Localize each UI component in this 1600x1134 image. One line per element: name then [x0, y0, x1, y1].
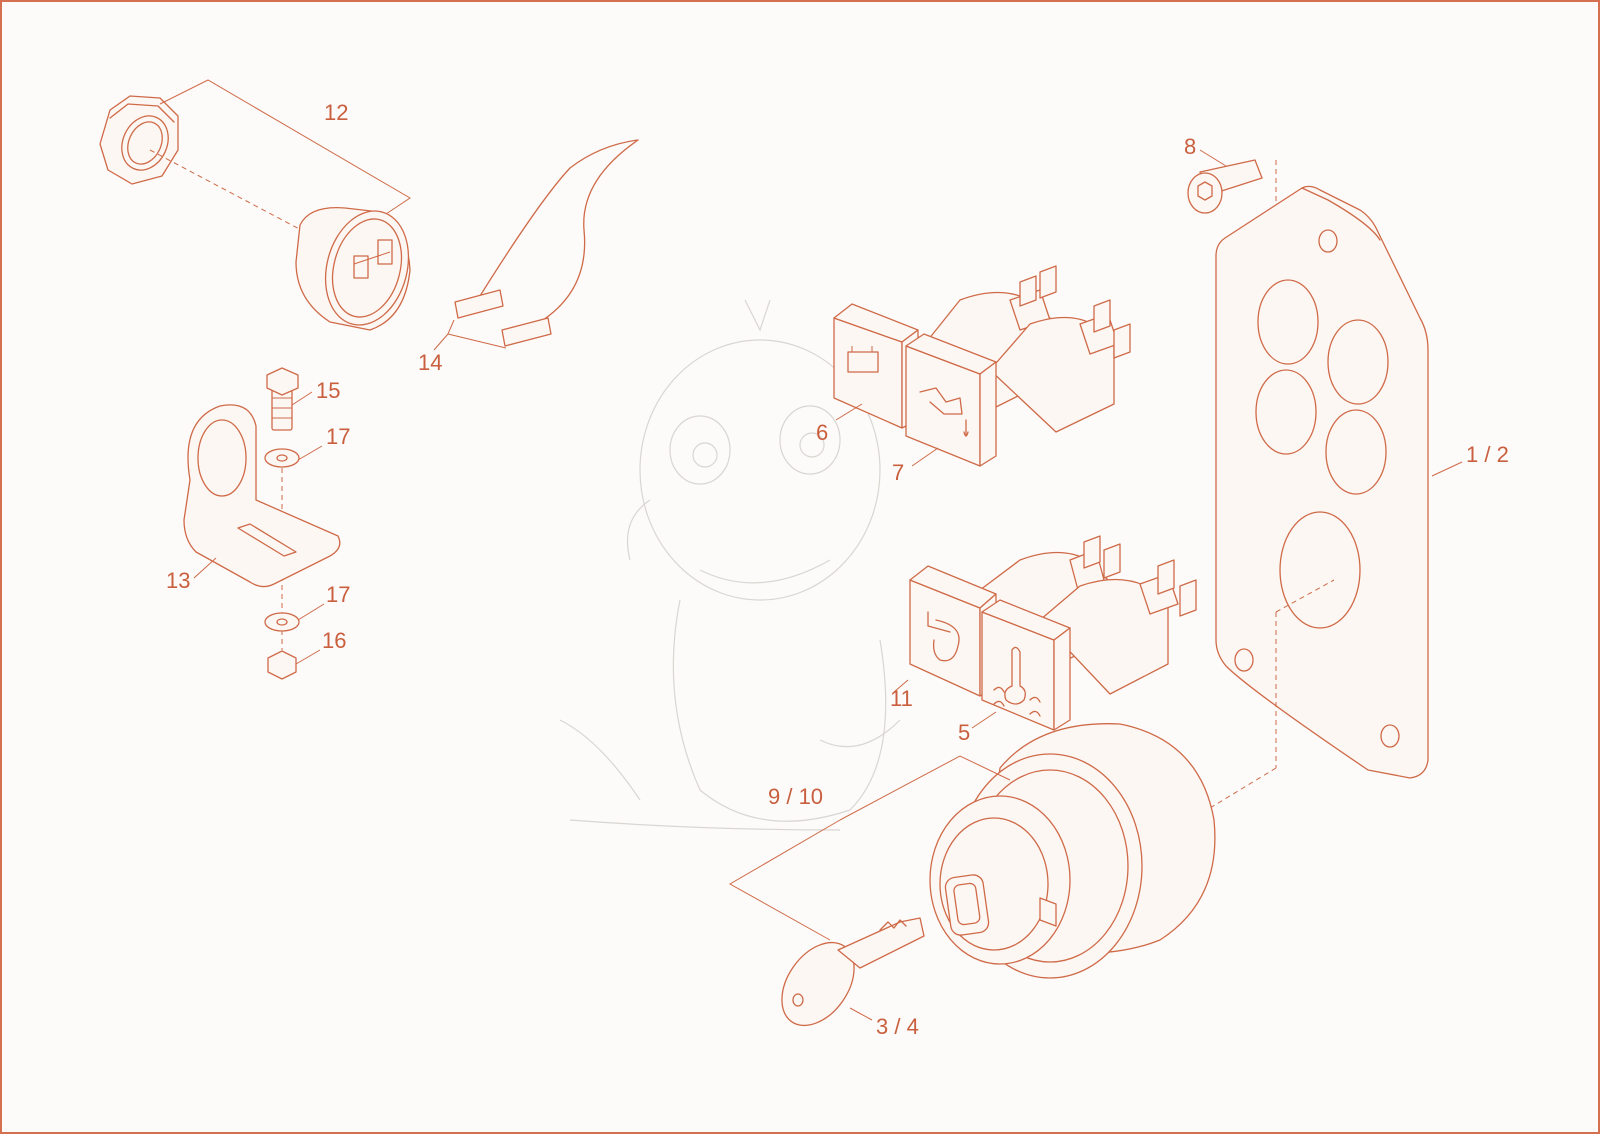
part-3-4-key — [781, 917, 925, 1027]
parts-11-5-switches — [893, 535, 1197, 731]
part-1-2-panel — [1209, 185, 1463, 809]
callout-7: 7 — [892, 460, 904, 485]
callout-14: 14 — [418, 350, 442, 375]
callout-15: 15 — [316, 378, 340, 403]
callout-17-upper: 17 — [326, 424, 350, 449]
callout-9-10: 9 / 10 — [768, 784, 823, 809]
part-12-nut-and-socket — [99, 79, 411, 331]
part-9-10-ignition-switch — [728, 723, 1216, 979]
callout-13: 13 — [166, 568, 190, 593]
callout-11: 11 — [890, 686, 913, 711]
parts-6-7-switches — [833, 265, 1131, 467]
callout-12: 12 — [324, 100, 348, 125]
parts-13-17-bracket-hardware — [183, 367, 341, 680]
callout-5: 5 — [958, 720, 970, 745]
part-14-wire-harness — [433, 139, 639, 351]
callout-3-4: 3 / 4 — [876, 1014, 919, 1039]
callout-labels: 12 14 15 17 13 17 16 8 6 7 1 / 2 11 5 9 … — [166, 100, 1509, 1039]
callout-6: 6 — [816, 420, 828, 445]
callout-16: 16 — [322, 628, 346, 653]
callout-17-lower: 17 — [326, 582, 350, 607]
dragon-watermark — [559, 299, 901, 831]
callout-8: 8 — [1184, 134, 1196, 159]
callout-1-2: 1 / 2 — [1466, 442, 1509, 467]
